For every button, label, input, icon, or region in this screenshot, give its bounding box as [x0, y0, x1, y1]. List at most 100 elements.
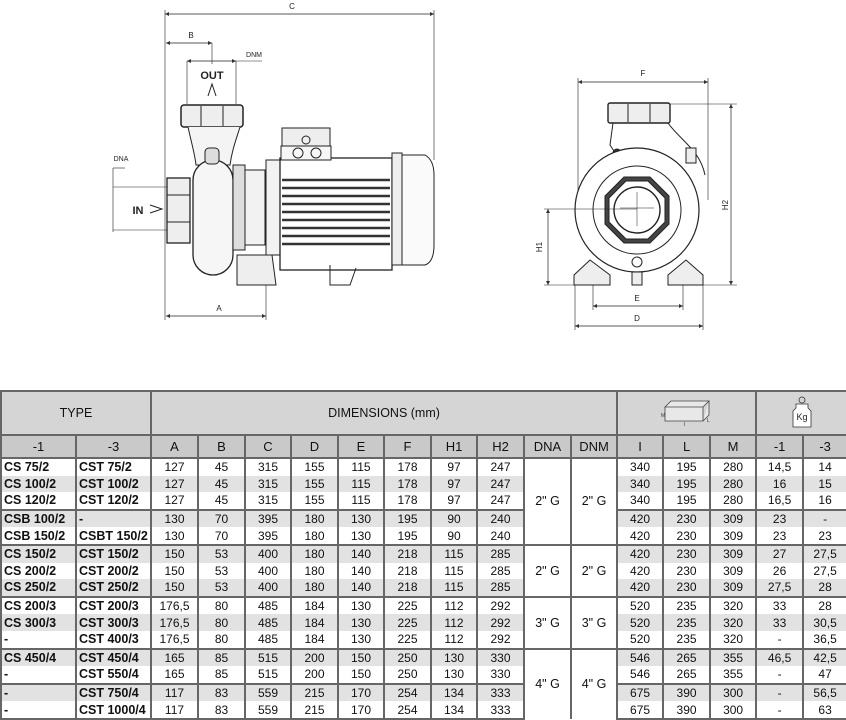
value-cell: 97 — [430, 458, 478, 476]
value-cell: 150 — [150, 543, 199, 563]
column-header: H1 — [430, 435, 478, 459]
type-cell: - — [0, 701, 77, 720]
value-cell: 27,5 — [802, 562, 846, 580]
value-cell: 225 — [383, 630, 432, 649]
label-IN: IN — [133, 205, 144, 217]
value-cell: 16 — [802, 492, 846, 510]
value-cell: 292 — [476, 630, 525, 649]
value-cell: 247 — [476, 492, 525, 510]
value-cell: 420 — [616, 527, 665, 545]
type-cell: CST 120/2 — [75, 492, 152, 510]
value-cell: 170 — [337, 701, 385, 720]
value-cell: 127 — [150, 475, 199, 493]
value-cell: 42,5 — [802, 647, 846, 667]
column-header: E — [337, 435, 385, 459]
type-cell: CS 75/2 — [0, 458, 77, 476]
svg-text:Kg: Kg — [796, 412, 807, 422]
column-header: F — [383, 435, 432, 459]
column-header: B — [197, 435, 246, 459]
value-cell: 53 — [197, 579, 246, 597]
value-cell: 33 — [755, 595, 805, 615]
dnm-cell: 2" G — [569, 458, 619, 545]
value-cell: 180 — [290, 579, 339, 597]
value-cell: 155 — [290, 492, 339, 510]
type-cell: CST 1000/4 — [75, 701, 152, 720]
value-cell: 56,5 — [802, 682, 846, 702]
value-cell: 140 — [337, 579, 385, 597]
value-cell: 395 — [244, 527, 292, 545]
value-cell: 112 — [430, 614, 478, 631]
value-cell: 225 — [383, 614, 432, 631]
value-cell: 130 — [337, 595, 385, 615]
side-view — [112, 10, 435, 320]
value-cell: 178 — [383, 475, 432, 493]
value-cell: 395 — [244, 508, 292, 528]
type-header: TYPE — [0, 390, 152, 436]
value-cell: 16,5 — [755, 492, 805, 510]
dna-cell: 2" G — [523, 458, 572, 545]
value-cell: 520 — [616, 595, 665, 615]
value-cell: 195 — [662, 475, 712, 493]
value-cell: 127 — [150, 492, 199, 510]
value-cell: 309 — [709, 543, 758, 563]
value-cell: 130 — [430, 647, 478, 667]
value-cell: 330 — [476, 647, 525, 667]
type-cell: CST 100/2 — [75, 475, 152, 493]
value-cell: 400 — [244, 543, 292, 563]
column-header: M — [709, 435, 758, 459]
svg-text:M: M — [661, 413, 665, 419]
value-cell: 45 — [197, 458, 246, 476]
value-cell: 200 — [290, 666, 339, 684]
label-F: F — [641, 69, 646, 78]
value-cell: 53 — [197, 562, 246, 580]
value-cell: 27 — [755, 543, 805, 563]
value-cell: 184 — [290, 595, 339, 615]
value-cell: 485 — [244, 630, 292, 649]
value-cell: 155 — [290, 458, 339, 476]
value-cell: 130 — [337, 630, 385, 649]
dnm-cell: 3" G — [569, 595, 619, 649]
weight-kg-icon: Kg — [792, 396, 811, 427]
value-cell: 117 — [150, 682, 199, 702]
value-cell: - — [755, 682, 805, 702]
value-cell: 180 — [290, 508, 339, 528]
type-cell: - — [75, 508, 152, 528]
label-OUT: OUT — [200, 70, 224, 82]
value-cell: 184 — [290, 614, 339, 631]
value-cell: 235 — [662, 614, 712, 631]
value-cell: 250 — [383, 647, 432, 667]
label-DNM: DNM — [246, 52, 262, 59]
value-cell: 218 — [383, 579, 432, 597]
value-cell: 300 — [709, 682, 758, 702]
value-cell: 85 — [197, 666, 246, 684]
value-cell: 390 — [662, 682, 712, 702]
value-cell: 27,5 — [802, 543, 846, 563]
value-cell: 485 — [244, 614, 292, 631]
value-cell: 309 — [709, 562, 758, 580]
value-cell: 218 — [383, 562, 432, 580]
value-cell: 170 — [337, 682, 385, 702]
type-cell: CST 550/4 — [75, 666, 152, 684]
value-cell: 150 — [150, 579, 199, 597]
value-cell: 115 — [337, 475, 385, 493]
value-cell: 240 — [476, 527, 525, 545]
value-cell: 320 — [709, 595, 758, 615]
value-cell: 420 — [616, 508, 665, 528]
value-cell: 420 — [616, 562, 665, 580]
value-cell: 355 — [709, 666, 758, 684]
value-cell: 176,5 — [150, 630, 199, 649]
value-cell: 420 — [616, 579, 665, 597]
value-cell: 47 — [802, 666, 846, 684]
svg-text:I: I — [684, 422, 685, 427]
dimension-labels: C B DNM OUT DNA IN A F H2 H1 E D — [114, 2, 730, 323]
value-cell: 112 — [430, 630, 478, 649]
dna-cell: 2" G — [523, 543, 572, 597]
value-cell: 150 — [337, 647, 385, 667]
value-cell: 546 — [616, 647, 665, 667]
